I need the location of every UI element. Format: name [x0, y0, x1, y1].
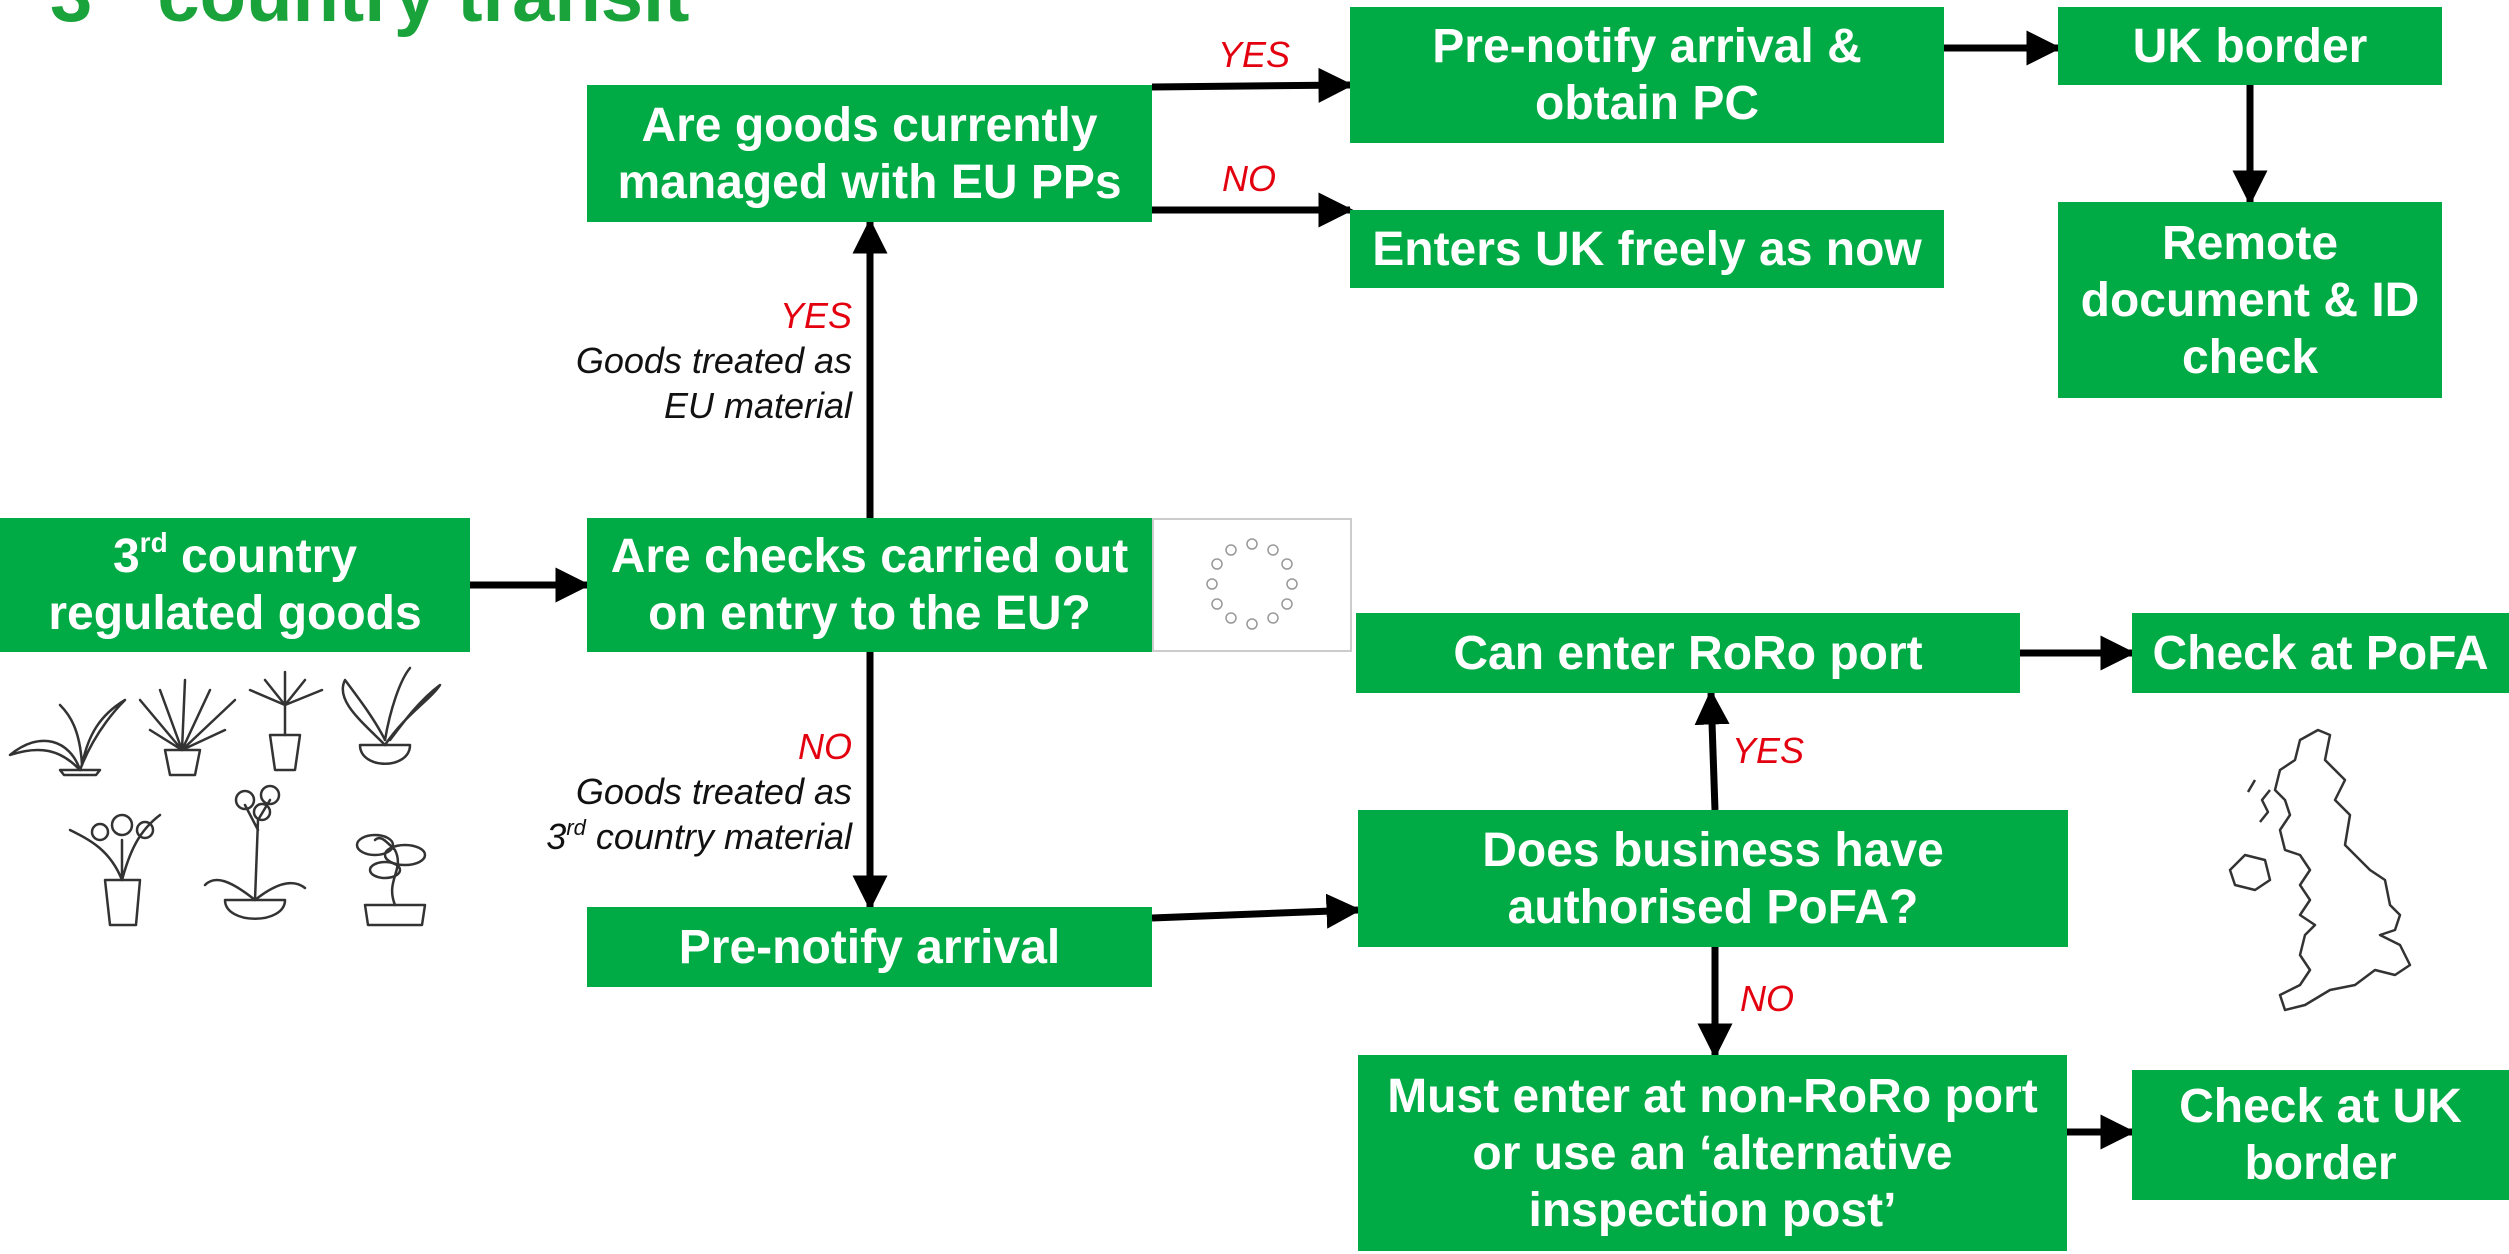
- node-q-checks-eu: Are checks carried out on entry to the E…: [587, 518, 1152, 652]
- node-start-goods: 3rd country regulated goods: [0, 518, 470, 652]
- label-pofa-yes: YES: [1732, 730, 1805, 771]
- label-checks-yes: YES Goods treated as EU material: [575, 295, 852, 426]
- node-check-at-uk-border: Check at UK border: [2132, 1070, 2509, 1200]
- arrow-managed-yes: [1151, 67, 1354, 103]
- node-q-authorised-pofa: Does business have authorised PoFA?: [1358, 810, 2068, 947]
- node-q-managed-eu-pps: Are goods currently managed with EU PPs: [587, 85, 1152, 222]
- node-non-roro-port: Must enter at non-RoRo port or use an ‘a…: [1358, 1055, 2067, 1251]
- node-can-enter-roro: Can enter RoRo port: [1356, 613, 2020, 693]
- node-prenotify-arrival: Pre-notify arrival: [587, 907, 1152, 987]
- arrow-prenotify-to-pofa: [1151, 893, 1362, 929]
- node-check-at-pofa: Check at PoFA: [2132, 613, 2509, 693]
- eu-stars-icon: [1206, 538, 1298, 630]
- label-managed-no: NO: [1222, 158, 1276, 199]
- node-uk-border: UK border: [2058, 7, 2442, 85]
- page-title: 3rd country transit: [50, 0, 689, 39]
- label-checks-no: NO Goods treated as 3rd country material: [546, 726, 852, 857]
- node-remote-document-check: Remote document & ID check: [2058, 202, 2442, 398]
- node-prenotify-obtain-pc: Pre-notify arrival & obtain PC: [1350, 7, 1944, 143]
- eu-flag-icon: [1152, 518, 1352, 652]
- node-enters-freely: Enters UK freely as now: [1350, 210, 1944, 288]
- arrow-pofa-yes: [1694, 689, 1730, 811]
- label-pofa-no: NO: [1740, 978, 1794, 1019]
- label-managed-yes: YES: [1218, 34, 1291, 75]
